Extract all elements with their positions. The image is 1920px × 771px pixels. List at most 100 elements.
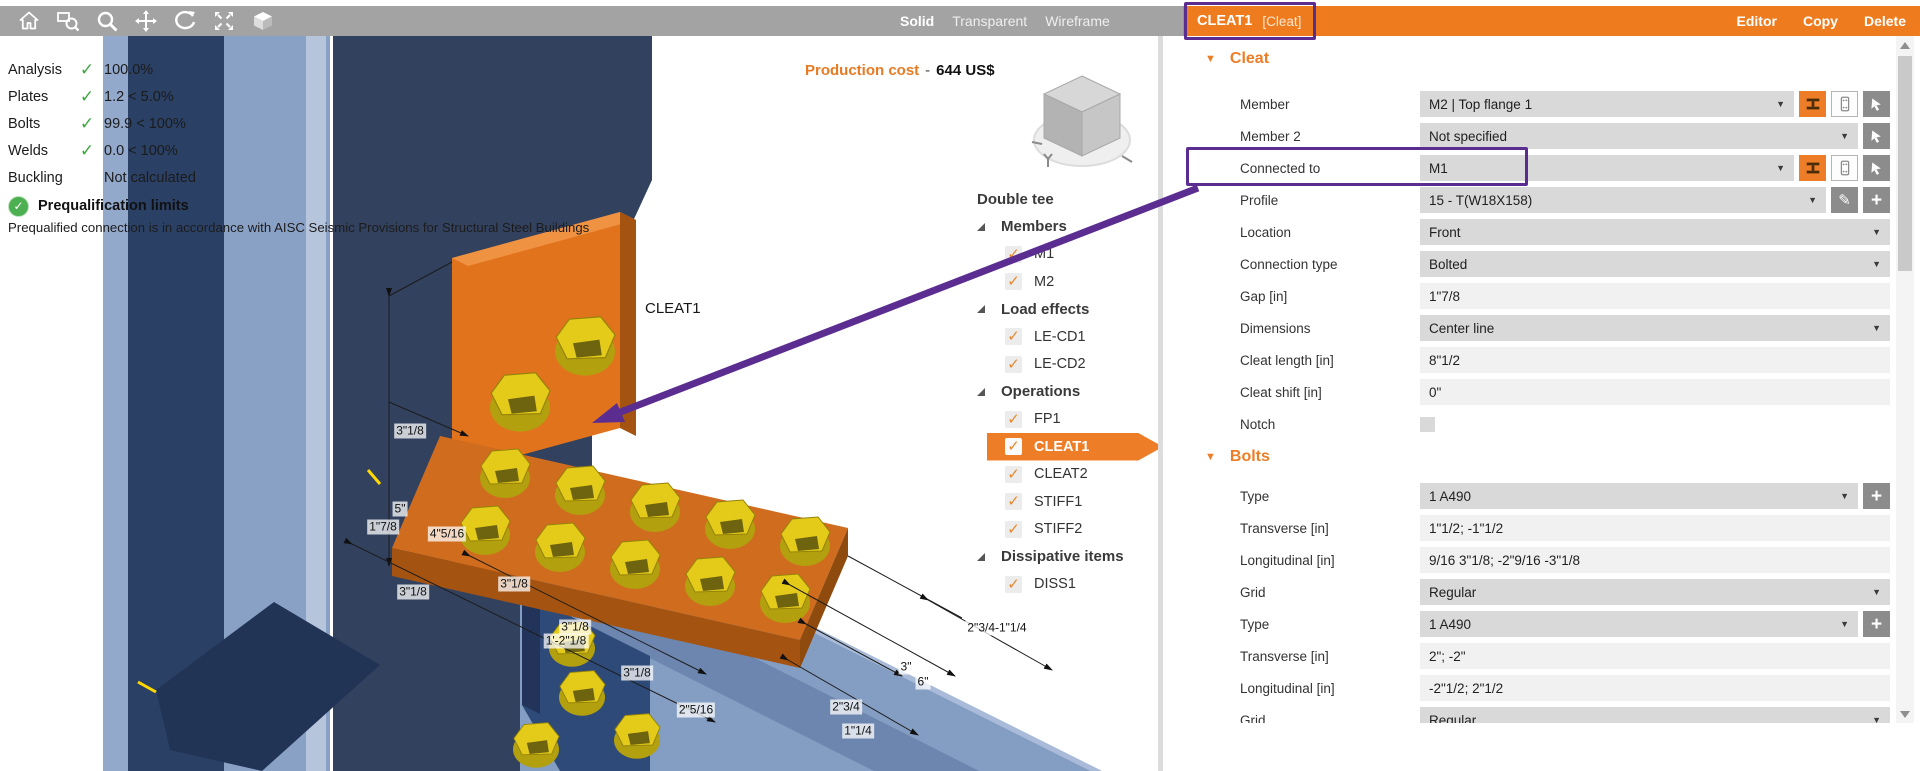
tree-item-checkbox[interactable]: ✓: [1005, 575, 1022, 593]
section-header-bolts[interactable]: ▼ Bolts: [1183, 440, 1896, 474]
tree-item-le-cd2[interactable]: ✓LE-CD2: [975, 351, 1163, 379]
section-header-cleat[interactable]: ▼Cleat: [1183, 42, 1896, 76]
delete-button[interactable]: Delete: [1863, 13, 1906, 29]
check-row-analysis: Analysis✓100.0%: [8, 56, 708, 83]
pan-icon[interactable]: [131, 8, 161, 34]
tree-item-checkbox[interactable]: ✓: [1005, 328, 1022, 346]
section-title: Bolts: [1229, 448, 1270, 465]
tree-item-stiff1[interactable]: ✓STIFF1: [975, 488, 1163, 516]
member-2-dropdown[interactable]: Not specified▼: [1420, 123, 1858, 149]
select-button[interactable]: [1863, 155, 1890, 181]
select-button[interactable]: [1863, 123, 1890, 149]
orbit-icon[interactable]: [170, 8, 200, 34]
scroll-up-button[interactable]: [1896, 36, 1914, 54]
expander-icon[interactable]: [977, 552, 985, 561]
section-collapse-icon[interactable]: ▼: [1205, 53, 1216, 65]
tree-root-project[interactable]: Double tee: [977, 191, 1054, 208]
tree-item-m2[interactable]: ✓M2: [975, 268, 1163, 296]
plate-button[interactable]: [1831, 155, 1858, 181]
tree-item-checkbox[interactable]: ✓: [1005, 493, 1022, 511]
member-button[interactable]: [1799, 91, 1826, 117]
view-cube-axes: [1031, 141, 1133, 167]
property-control: Center line▼: [1420, 315, 1890, 341]
add-button[interactable]: +: [1863, 483, 1890, 509]
view-mode-transparent[interactable]: Transparent: [952, 13, 1028, 29]
type-dropdown[interactable]: 1 A490▼: [1420, 611, 1858, 637]
view-cube[interactable]: [1030, 64, 1134, 176]
notch-checkbox[interactable]: [1420, 416, 1435, 432]
expander-icon[interactable]: [977, 305, 985, 314]
tree-item-checkbox[interactable]: ✓: [1005, 438, 1022, 456]
copy-button[interactable]: Copy: [1802, 13, 1838, 29]
expander-icon[interactable]: [977, 222, 985, 231]
dropdown-value: Center line: [1429, 320, 1495, 336]
grid-dropdown[interactable]: Regular▼: [1420, 707, 1890, 723]
property-control: 0": [1420, 379, 1890, 405]
tree-item-cleat1[interactable]: ✓CLEAT1: [987, 433, 1163, 461]
dimension-label: 3"1/8: [394, 423, 426, 439]
tree-item-label: CLEAT2: [1034, 466, 1088, 483]
dropdown-value: Regular: [1429, 712, 1477, 724]
section-collapse-icon[interactable]: ▼: [1205, 451, 1216, 463]
tree-item-checkbox[interactable]: ✓: [1005, 520, 1022, 538]
zoom-window-icon[interactable]: [53, 8, 83, 34]
scrollbar-thumb[interactable]: [1898, 56, 1912, 271]
tree-item-checkbox[interactable]: ✓: [1005, 245, 1022, 263]
tree-item-checkbox[interactable]: ✓: [1005, 355, 1022, 373]
dimension-label: 4"5/16: [427, 526, 467, 542]
location-dropdown[interactable]: Front▼: [1420, 219, 1890, 245]
production-cost-value: 644 US$: [936, 62, 995, 79]
connection-type-dropdown[interactable]: Bolted▼: [1420, 251, 1890, 277]
select-in-scene-icon: [1871, 130, 1881, 143]
tree-item-stiff2[interactable]: ✓STIFF2: [975, 516, 1163, 544]
add-button[interactable]: +: [1863, 611, 1890, 637]
solid-box-icon[interactable]: [248, 8, 278, 34]
production-cost: Production cost-644 US$: [805, 62, 995, 79]
tree-item-diss1[interactable]: ✓DISS1: [975, 571, 1163, 599]
edit-button[interactable]: ✎: [1831, 187, 1858, 213]
tree-section-members[interactable]: Members: [975, 213, 1163, 241]
plate-button[interactable]: [1831, 91, 1858, 117]
member-button[interactable]: [1799, 155, 1826, 181]
scroll-down-button[interactable]: [1896, 705, 1914, 723]
member-section-icon: [1806, 162, 1819, 174]
search-icon[interactable]: [92, 8, 122, 34]
gap-in-input[interactable]: 1"7/8: [1420, 283, 1890, 309]
home-icon[interactable]: [14, 8, 44, 34]
panel-scrollbar[interactable]: [1896, 36, 1914, 723]
tree-item-m1[interactable]: ✓M1: [975, 241, 1163, 269]
dimensions-dropdown[interactable]: Center line▼: [1420, 315, 1890, 341]
tree-item-cleat2[interactable]: ✓ CLEAT2: [975, 461, 1163, 489]
transverse-in-input[interactable]: 2"; -2": [1420, 643, 1890, 669]
view-mode-solid[interactable]: Solid: [900, 13, 935, 29]
tree-section-load-effects[interactable]: Load effects: [975, 296, 1163, 324]
property-control: 9/16 3"1/8; -2"9/16 -3"1/8: [1420, 547, 1890, 573]
tree-section-operations[interactable]: Operations: [975, 378, 1163, 406]
tree-item-checkbox[interactable]: ✓: [1005, 273, 1022, 291]
view-mode-wireframe[interactable]: Wireframe: [1045, 13, 1110, 29]
member-dropdown[interactable]: M2 | Top flange 1▼: [1420, 91, 1794, 117]
toolbar-icons: [0, 8, 278, 34]
grid-dropdown[interactable]: Regular▼: [1420, 579, 1890, 605]
transverse-in-input[interactable]: 1"1/2; -1"1/2: [1420, 515, 1890, 541]
connected-to-dropdown[interactable]: M1▼: [1420, 155, 1794, 181]
type-dropdown[interactable]: 1 A490▼: [1420, 483, 1858, 509]
fit-view-icon[interactable]: [209, 8, 239, 34]
cleat-shift-in-input[interactable]: 0": [1420, 379, 1890, 405]
tree-item-checkbox[interactable]: ✓: [1005, 410, 1022, 428]
tree-item-le-cd1[interactable]: ✓LE-CD1: [975, 323, 1163, 351]
longitudinal-in-input[interactable]: -2"1/2; 2"1/2: [1420, 675, 1890, 701]
editor-button[interactable]: Editor: [1736, 13, 1777, 29]
expander-icon[interactable]: [977, 387, 985, 396]
tree-item-checkbox[interactable]: ✓: [1005, 465, 1022, 483]
tree-item-fp1[interactable]: ✓FP1: [975, 406, 1163, 434]
profile-dropdown[interactable]: 15 - T(W18X158)▼: [1420, 187, 1826, 213]
longitudinal-in-input[interactable]: 9/16 3"1/8; -2"9/16 -3"1/8: [1420, 547, 1890, 573]
cleat-length-in-input[interactable]: 8"1/2: [1420, 347, 1890, 373]
add-button[interactable]: +: [1863, 187, 1890, 213]
input-value: 8"1/2: [1429, 352, 1461, 368]
select-button[interactable]: [1863, 91, 1890, 117]
tree-section-dissipative-items[interactable]: Dissipative items: [975, 543, 1163, 571]
